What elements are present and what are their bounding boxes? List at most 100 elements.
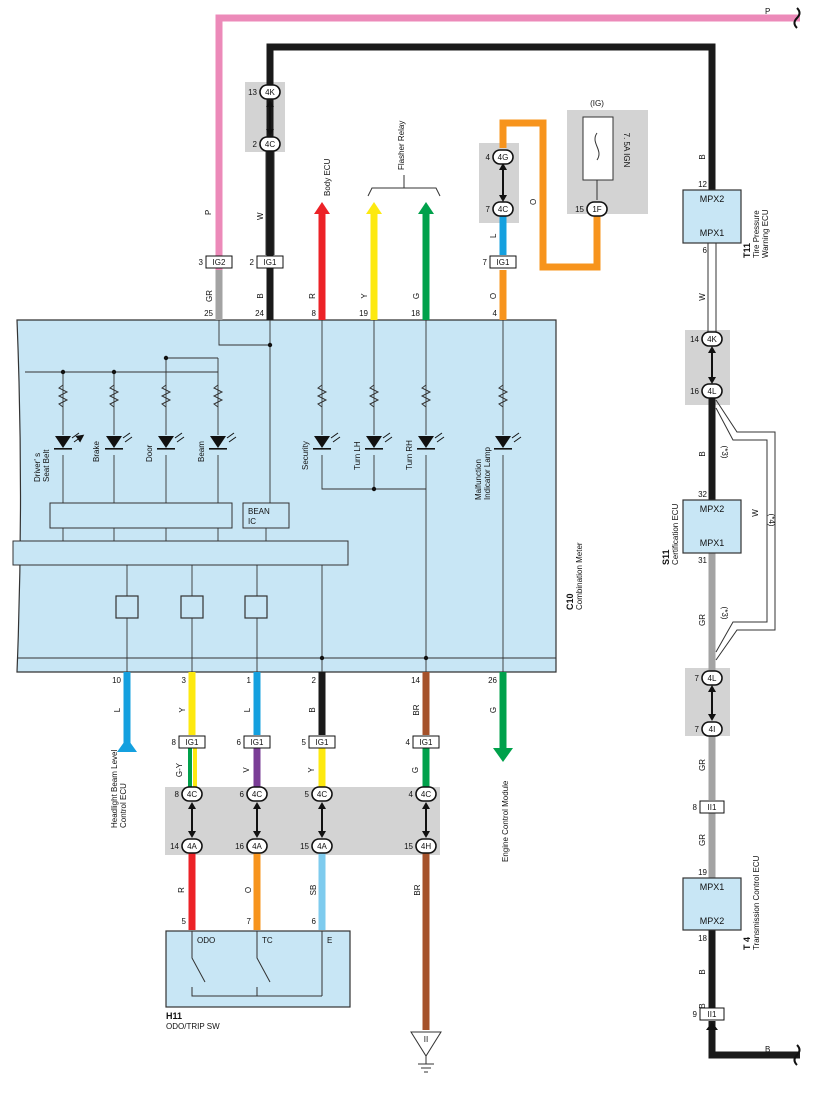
meter-bottom-wire-color-3: L bbox=[243, 707, 252, 712]
lamp-label-malfunction: Malfunction bbox=[474, 459, 483, 500]
connector-4k-upper-code: 4K bbox=[265, 88, 275, 97]
t4-name: Transmission Control ECU bbox=[752, 855, 761, 950]
mid-wire-label-2: V bbox=[242, 767, 251, 773]
lamp-label-drivers: Driver' s bbox=[33, 453, 42, 482]
t11-code: T11 bbox=[742, 243, 752, 258]
low-wire-label-2: O bbox=[244, 887, 253, 893]
odo-trip-switch-box bbox=[165, 930, 351, 1008]
headlight-label-2: Control ECU bbox=[119, 783, 128, 828]
connector-4c-low-3-shape bbox=[311, 786, 333, 802]
wire-label-p: P bbox=[204, 210, 213, 215]
s11-bottom-pin: 31 bbox=[698, 556, 707, 565]
wire-label-w: W bbox=[256, 212, 265, 220]
note-3-lower: (*3) bbox=[720, 607, 729, 620]
arrow-4k-4c bbox=[266, 100, 274, 136]
connector-4c-low-1-code: 4C bbox=[187, 790, 197, 799]
connector-4c-low-3-pin: 5 bbox=[305, 790, 310, 799]
arrow-4l-4i-right bbox=[708, 685, 716, 721]
connector-1f-shape bbox=[586, 201, 608, 217]
note-4: (*4) bbox=[767, 514, 776, 527]
meter-top-pin-18: 18 bbox=[411, 309, 420, 318]
connector-4a-low-4-code: 4H bbox=[421, 842, 431, 851]
meter-bottom-pin-5: 14 bbox=[411, 676, 420, 685]
flasher-relay-label: Flasher Relay bbox=[397, 121, 406, 170]
wire-label-p-top: P bbox=[765, 7, 770, 16]
meter-resistors bbox=[57, 384, 509, 408]
lamp-label-turn-lh: Turn LH bbox=[353, 441, 362, 470]
connector-4c-low-1-shape bbox=[181, 786, 203, 802]
ground-label: II bbox=[424, 1035, 428, 1044]
connector-4k-right-shape bbox=[701, 331, 723, 347]
arrow-4g-4c bbox=[499, 163, 507, 202]
connector-4c-low-3: 4C5 bbox=[305, 786, 333, 802]
wire-w bbox=[265, 145, 275, 255]
ground-symbol bbox=[410, 1031, 442, 1073]
meter-leds bbox=[54, 433, 522, 450]
wire-break-bottom bbox=[793, 1044, 801, 1066]
wire-black-top bbox=[266, 43, 716, 320]
combination-meter-box bbox=[16, 319, 557, 673]
arrow-4k-4l-right bbox=[708, 346, 716, 384]
connector-4i-right-code: 4I bbox=[709, 725, 716, 734]
right-wire-label-8: B bbox=[698, 969, 707, 974]
lamp-label-turn-rh: Turn RH bbox=[405, 440, 414, 470]
right-wire-label-7: GR bbox=[698, 834, 707, 846]
connector-ig1-1-pin: 8 bbox=[172, 738, 177, 747]
switch-code: H11 bbox=[166, 1011, 182, 1021]
connector-ig1-top-shape bbox=[256, 255, 284, 269]
connector-4c-upper: 4C2 bbox=[253, 136, 281, 152]
connector-4a-low-3-pin: 15 bbox=[300, 842, 309, 851]
connector-ii1-top-shape bbox=[699, 800, 725, 814]
fuse-name-label: 7. 5A IGN bbox=[622, 133, 631, 168]
connector-ig1-top-right-shape bbox=[489, 255, 517, 269]
arrow-junction-2 bbox=[253, 802, 261, 838]
connector-4l-right-top-code: 4L bbox=[708, 387, 717, 396]
connector-4l-right-bottom-pin: 7 bbox=[695, 674, 700, 683]
connector-4c-upper-pin: 2 bbox=[253, 140, 258, 149]
connector-ig1-4-shape bbox=[412, 735, 440, 749]
transmission-ecu-box bbox=[682, 877, 742, 931]
t11-mpx-top: MPX2 bbox=[700, 194, 725, 204]
mid-wire-label-1: G-Y bbox=[175, 762, 184, 777]
right-wire-label-1: B bbox=[698, 154, 707, 159]
t11-name-2: Warning ECU bbox=[761, 209, 770, 258]
engine-control-label: Engine Control Module bbox=[501, 780, 510, 862]
connector-4a-low-1-pin: 14 bbox=[170, 842, 179, 851]
connector-4a-low-2-code: 4A bbox=[252, 842, 262, 851]
connector-4l-right-bottom: 4L7 bbox=[695, 670, 723, 686]
wires bbox=[123, 14, 800, 1059]
meter-top-wire-color-4: Y bbox=[360, 293, 369, 299]
connector-4c-low-2: 4C6 bbox=[240, 786, 268, 802]
meter-top-wire-color-1: GR bbox=[205, 290, 214, 302]
connector-ii1-bottom-shape bbox=[699, 1007, 725, 1021]
connector-4i-right-pin: 7 bbox=[695, 725, 700, 734]
arrow-junction-4 bbox=[422, 802, 430, 838]
connector-1f-code: 1F bbox=[592, 205, 601, 214]
certification-ecu-box bbox=[682, 499, 742, 554]
t4-bottom-pin: 18 bbox=[698, 934, 707, 943]
connector-4c-mid: 4C7 bbox=[486, 201, 514, 217]
meter-top-wire-color-2: B bbox=[256, 293, 265, 298]
connector-ig2-top-code: IG2 bbox=[213, 258, 226, 267]
s11-top-pin: 32 bbox=[698, 490, 707, 499]
right-wire-label-9: B bbox=[698, 1003, 707, 1008]
wire-label-o-loop: O bbox=[529, 199, 538, 205]
meter-bottom-pin-2: 3 bbox=[182, 676, 187, 685]
lamp-label-security: Security bbox=[301, 441, 310, 470]
t11-name-1: Tire Pressure bbox=[752, 210, 761, 258]
switch-pin-2: 7 bbox=[247, 917, 252, 926]
connector-4c-low-4-shape bbox=[415, 786, 437, 802]
t4-mpx-top: MPX1 bbox=[700, 882, 725, 892]
low-wire-label-1: R bbox=[177, 887, 186, 893]
t11-bottom-pin: 6 bbox=[703, 246, 708, 255]
t4-mpx-bottom: MPX2 bbox=[700, 916, 725, 926]
